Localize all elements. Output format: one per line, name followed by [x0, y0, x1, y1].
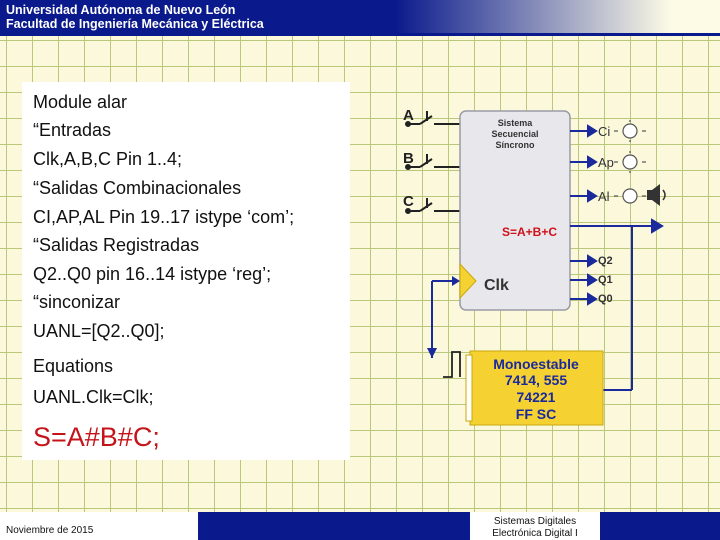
faculty-name: Facultad de Ingeniería Mecánica y Eléctr… — [6, 17, 264, 31]
university-name: Universidad Autónoma de Nuevo León — [6, 3, 236, 17]
header-divider — [0, 33, 720, 36]
monostable-pin — [465, 354, 473, 422]
code-line: “Salidas Registradas — [33, 235, 200, 255]
code-panel: Module alar “Entradas Clk,A,B,C Pin 1..4… — [22, 82, 350, 460]
output-label-al: Al — [598, 189, 610, 204]
sequential-system-block — [459, 110, 571, 311]
code-line: Clk,A,B,C Pin 1..4; — [33, 149, 183, 169]
header-fade — [395, 0, 720, 33]
code-line: Equations — [33, 356, 114, 376]
code-line: UANL=[Q2..Q0]; — [33, 321, 165, 341]
register-wires — [570, 254, 598, 306]
header-bar: Universidad Autónoma de Nuevo León Facul… — [0, 0, 395, 33]
input-label-b: B — [403, 150, 414, 167]
code-line: “sinconizar — [33, 292, 121, 312]
output-label-ap: Ap — [598, 155, 614, 170]
system-label-1: Sistema — [498, 118, 534, 128]
code-line: Module alar — [33, 92, 128, 112]
equation-label: S=A+B+C — [502, 225, 557, 239]
input-label-a: A — [403, 107, 414, 124]
code-highlight: S=A#B#C; — [33, 422, 160, 452]
monostable-line-3: 74221 — [517, 389, 556, 405]
system-label-3: Síncrono — [495, 140, 535, 150]
footer-date-box: Noviembre de 2015 — [0, 512, 198, 540]
code-line: “Entradas — [33, 120, 112, 140]
code-line: CI,AP,AL Pin 19..17 istype ‘com’; — [33, 207, 295, 227]
footer-course-line-2: Electrónica Digital I — [492, 528, 578, 539]
register-label-q1: Q1 — [598, 274, 613, 286]
clock-arrow — [452, 276, 460, 286]
register-label-q0: Q0 — [598, 293, 613, 305]
input-switch-a — [405, 111, 460, 127]
monostable-block — [469, 350, 604, 426]
header: Universidad Autónoma de Nuevo León Facul… — [0, 0, 720, 36]
feedback-wire — [431, 226, 633, 391]
led-ci-icon — [614, 120, 646, 142]
pulse-icon — [443, 351, 461, 378]
input-switch-b — [405, 154, 460, 170]
register-label-q2: Q2 — [598, 255, 613, 267]
code-line: UANL.Clk=Clk; — [33, 387, 154, 407]
monostable-title: Monoestable — [493, 356, 579, 372]
input-label-c: C — [403, 193, 414, 210]
led-al-icon — [614, 188, 646, 204]
clock-label: Clk — [484, 277, 509, 294]
monostable-line-2: 7414, 555 — [505, 372, 567, 388]
monostable-line-4: FF SC — [516, 406, 556, 422]
speaker-icon — [647, 184, 666, 206]
code-line: “Salidas Combinacionales — [33, 178, 242, 198]
input-switch-c — [405, 198, 460, 214]
equation-wire — [570, 218, 664, 234]
footer-course-line-1: Sistemas Digitales — [493, 516, 577, 527]
footer-date: Noviembre de 2015 — [6, 525, 94, 536]
code-line: Q2..Q0 pin 16..14 istype ‘reg’; — [33, 264, 272, 284]
system-label-2: Secuencial — [491, 129, 538, 139]
footer-course-box: Sistemas Digitales Electrónica Digital I — [470, 512, 600, 540]
pulse-arrow — [427, 348, 437, 358]
output-label-ci: Ci — [598, 124, 610, 139]
led-ap-icon — [614, 151, 646, 173]
output-wires — [570, 124, 598, 203]
